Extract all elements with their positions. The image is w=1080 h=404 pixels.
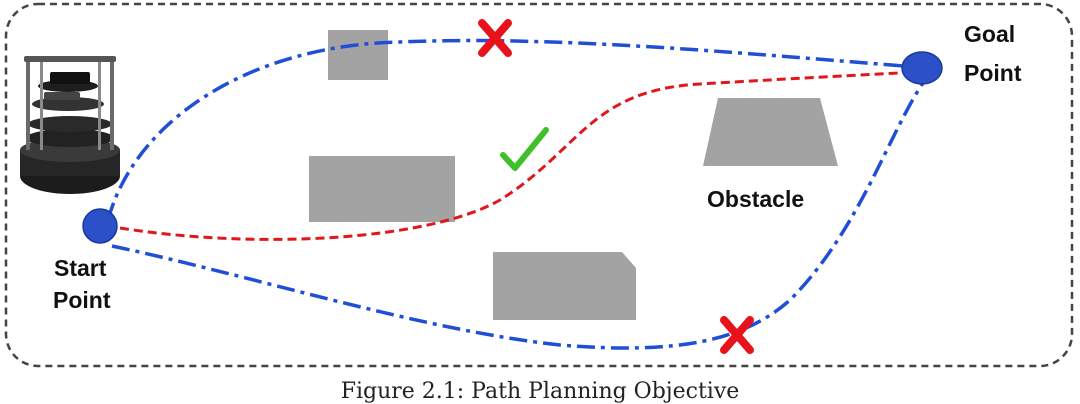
red-cross-icon [720, 316, 754, 354]
start-label-line1: Start [54, 255, 107, 281]
valid-path [119, 70, 919, 241]
goal-label-line1: Goal [964, 21, 1015, 47]
red-cross-icon [478, 19, 512, 57]
obstacle-label: Obstacle [707, 186, 804, 212]
diagram-frame [4, 2, 1074, 368]
obstacle-bottom [493, 252, 636, 320]
paths [106, 38, 927, 350]
goal-point-node [901, 51, 943, 85]
turtlebot-robot-icon [20, 56, 120, 194]
blocked-path-upper [106, 38, 918, 221]
obstacle-trapezoid [703, 98, 838, 166]
obstacle-left [309, 156, 455, 222]
blocked-path-lower [111, 78, 927, 350]
obstacle-top [328, 30, 388, 80]
obstacles [309, 30, 838, 320]
goal-label-line2: Point [964, 60, 1022, 86]
start-label-line2: Point [53, 287, 111, 313]
figure-caption: Figure 2.1: Path Planning Objective [341, 379, 740, 404]
green-check-icon [500, 127, 549, 171]
start-point-node [82, 208, 118, 244]
